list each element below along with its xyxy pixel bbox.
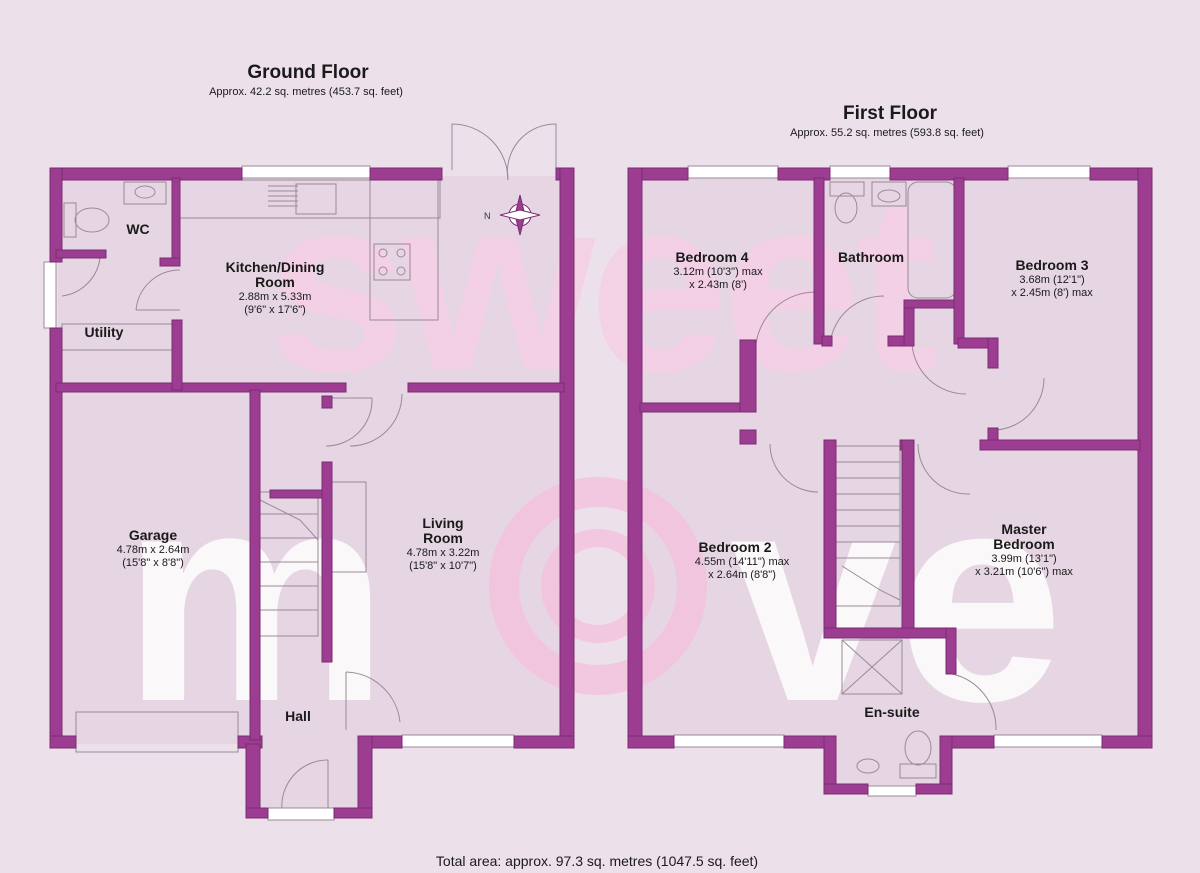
floor-fills	[58, 176, 1144, 808]
walls	[49, 167, 1153, 819]
room-ensuite-label: En-suite	[864, 704, 920, 720]
room-bathroom-label: Bathroom	[837, 249, 905, 265]
room-bedroom2-dim1: 4.55m (14'11") max	[694, 556, 790, 568]
ground-floor-area: Approx. 42.2 sq. metres (453.7 sq. feet)	[209, 86, 403, 98]
ensuite-basin-icon	[856, 758, 880, 774]
total-area: Total area: approx. 97.3 sq. metres (104…	[435, 853, 759, 869]
room-kitchen-dim1: 2.88m x 5.33m	[238, 291, 312, 303]
room-hall-label: Hall	[285, 708, 311, 724]
watermark-sweet: sweet	[268, 144, 937, 423]
room-living-dim2: (15'8" x 10'7")	[409, 560, 477, 572]
room-living-name2: Room	[423, 530, 463, 546]
room-kitchen-dim2: (9'6" x 17'6")	[244, 304, 306, 316]
room-kitchen-name2: Room	[255, 274, 295, 290]
first-floor-area: Approx. 55.2 sq. metres (593.8 sq. feet)	[790, 127, 984, 139]
garage-door	[75, 711, 239, 753]
watermark-ve: ve	[730, 428, 1064, 764]
room-living-dim1: 4.78m x 3.22m	[406, 547, 480, 559]
room-bedroom4-dim2: x 2.43m (8')	[689, 279, 747, 291]
room-bedroom3-dim2: x 2.45m (8') max	[1011, 287, 1093, 299]
wc-basin-icon	[123, 181, 167, 205]
first-floor-title: First Floor	[843, 103, 937, 124]
room-bedroom4-name: Bedroom 4	[675, 249, 749, 265]
room-master-dim1: 3.99m (13'1")	[991, 553, 1057, 565]
room-utility-label: Utility	[84, 324, 124, 340]
door-swings	[61, 123, 1045, 811]
drainer-icon	[268, 185, 298, 207]
room-master-dim2: x 3.21m (10'6") max	[975, 566, 1073, 578]
hob-icon	[373, 243, 411, 281]
room-garage-dim1: 4.78m x 2.64m	[116, 544, 190, 556]
room-bedroom4-dim1: 3.12m (10'3") max	[673, 266, 763, 278]
room-wc-label: WC	[126, 221, 150, 237]
room-garage-dim2: (15'8" x 8'8")	[122, 557, 184, 569]
north-label: N	[484, 211, 491, 221]
compass-rose-icon: N	[484, 194, 541, 236]
room-master-name1: Master	[1001, 521, 1047, 537]
ground-floor-title: Ground Floor	[247, 62, 369, 83]
room-bedroom2-dim2: x 2.64m (8'8")	[708, 569, 776, 581]
bathroom-toilet-icon	[834, 192, 858, 224]
room-bedroom2-name: Bedroom 2	[698, 539, 772, 555]
room-kitchen-name1: Kitchen/Dining	[225, 259, 325, 275]
watermark-swirl	[489, 477, 707, 695]
room-garage-name: Garage	[128, 527, 178, 543]
room-bedroom3-name: Bedroom 3	[1015, 257, 1089, 273]
room-bedroom3-dim1: 3.68m (12'1")	[1019, 274, 1085, 286]
ensuite-toilet-icon	[904, 730, 932, 766]
wc-toilet-icon	[63, 202, 77, 238]
room-living-name1: Living	[422, 515, 464, 531]
bathroom-basin-icon	[877, 189, 901, 203]
room-master-name2: Bedroom	[993, 536, 1055, 552]
shower-icon	[841, 639, 903, 695]
kitchen-sink-icon	[295, 183, 337, 215]
